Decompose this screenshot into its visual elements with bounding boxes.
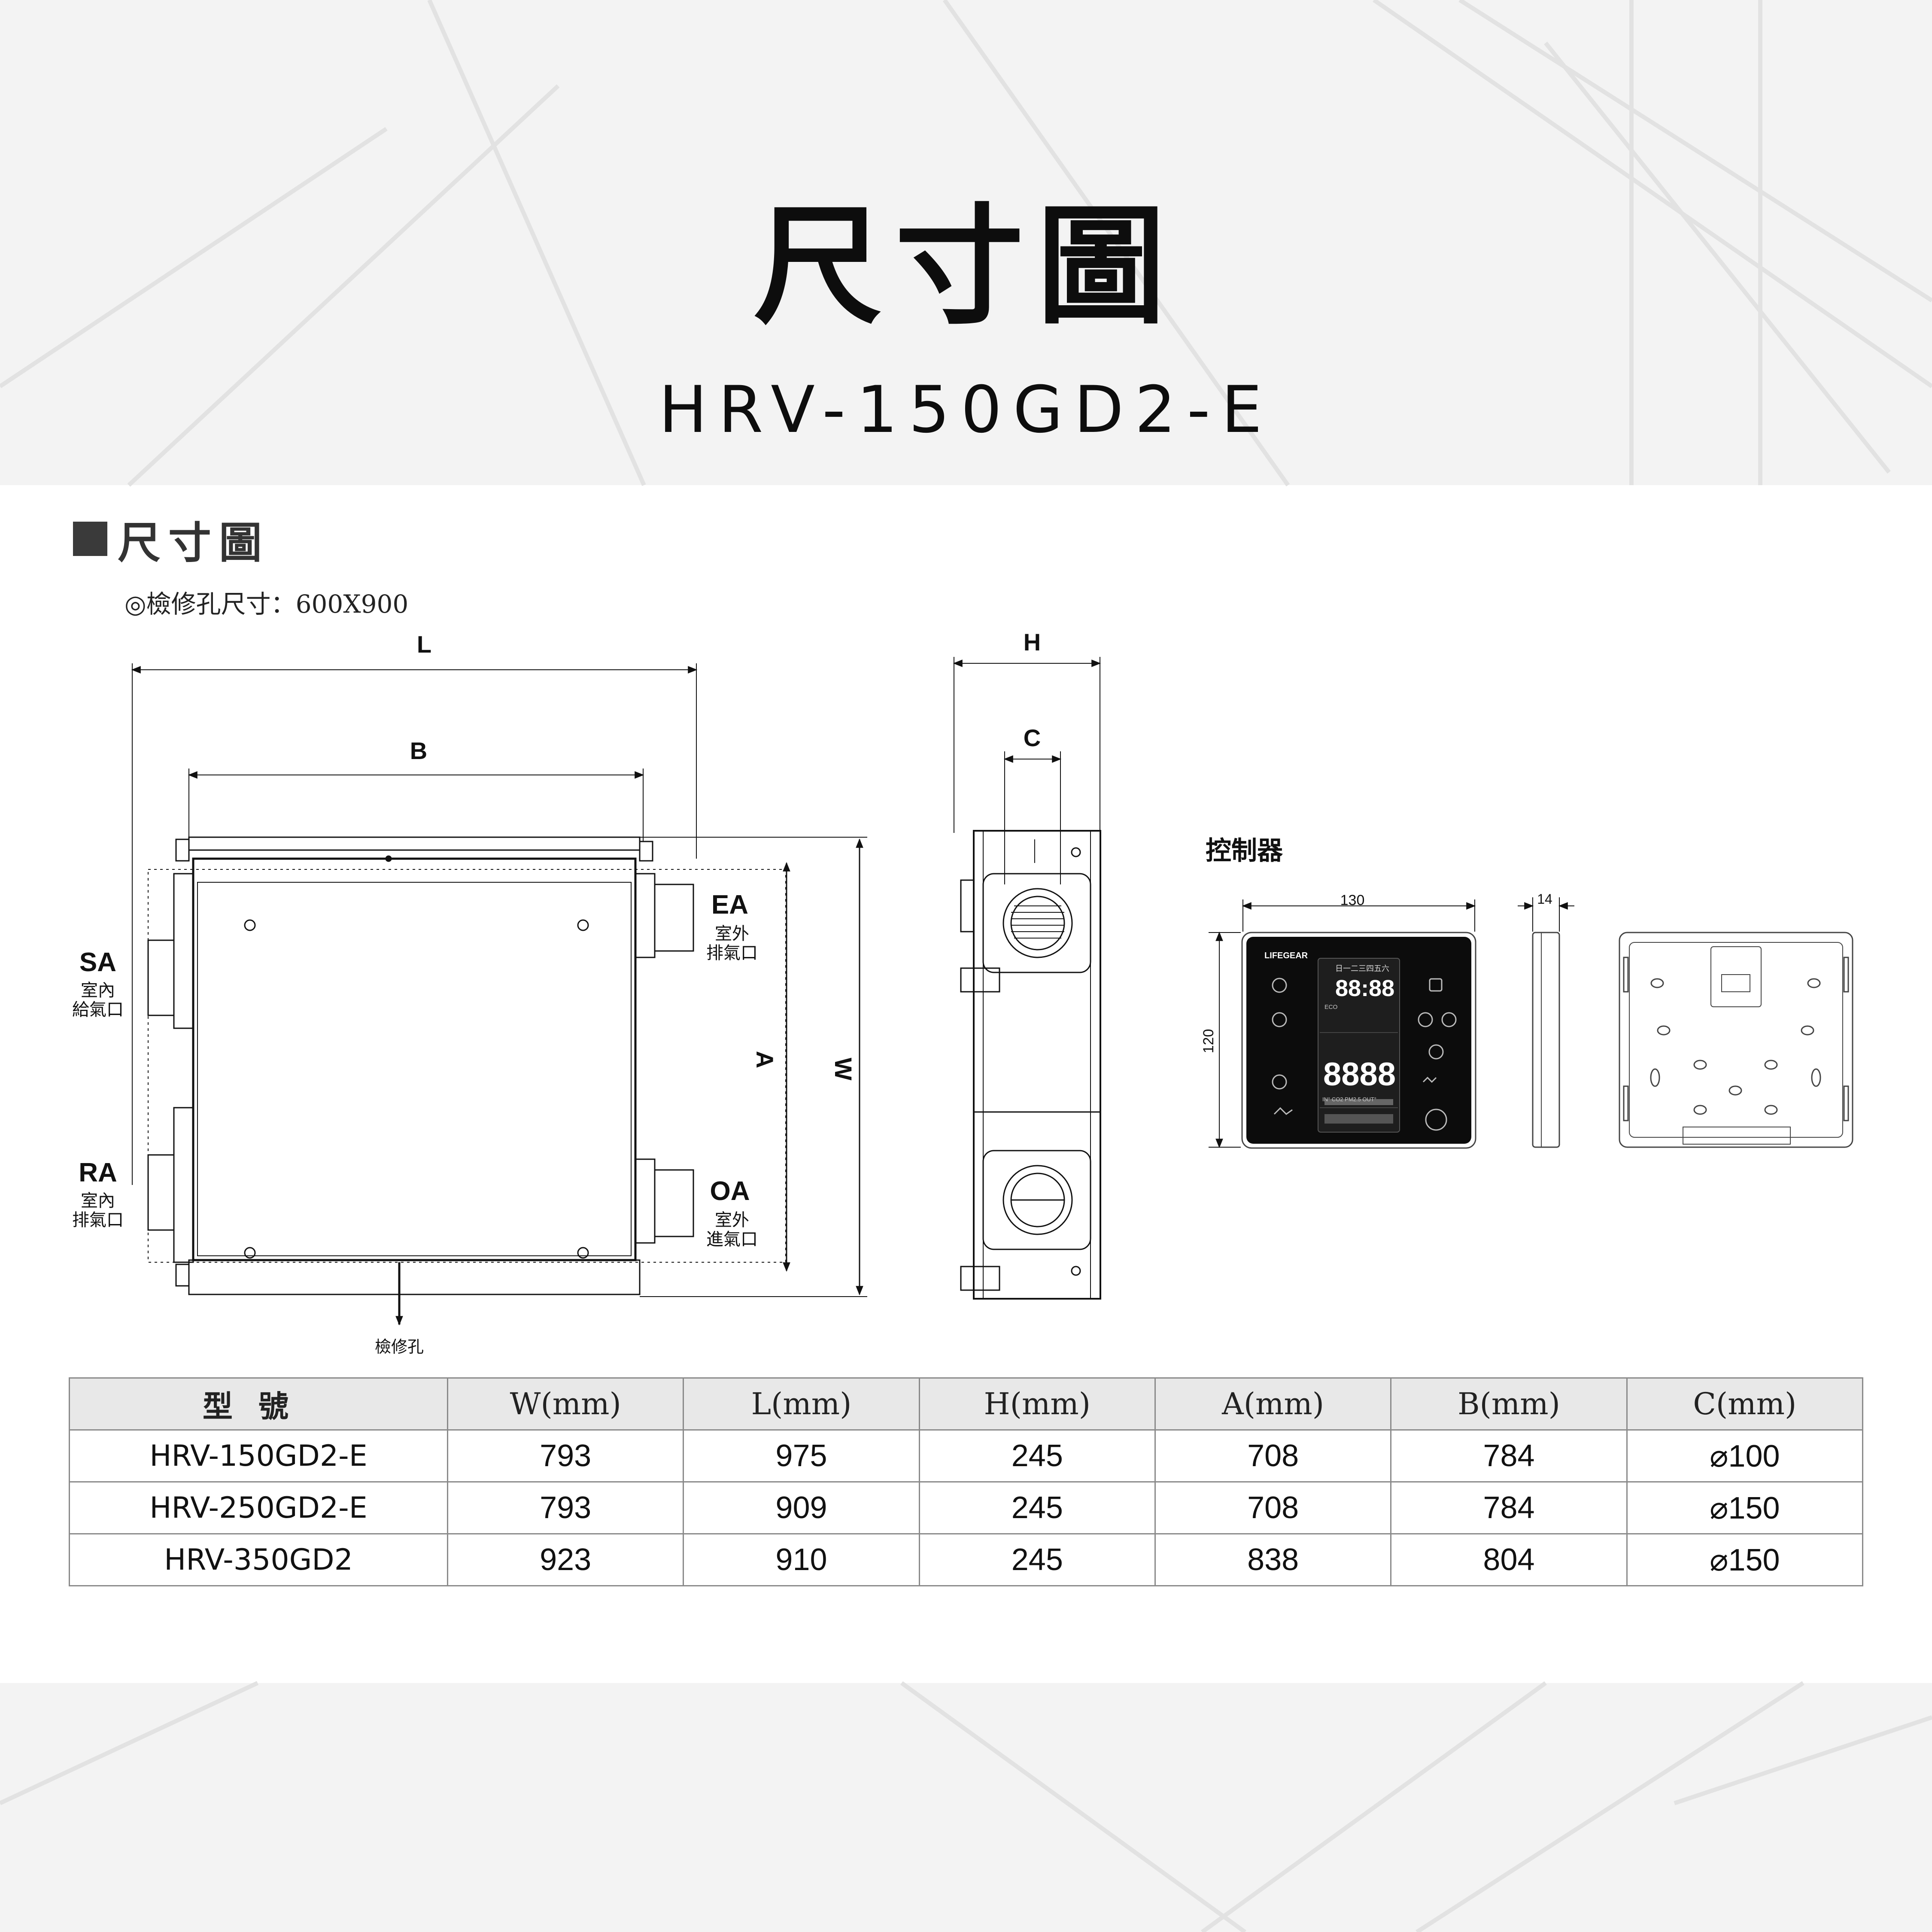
table-cell-b: 784 bbox=[1390, 1481, 1628, 1534]
table-header-b: B(mm) bbox=[1390, 1377, 1628, 1431]
table-cell-b: 804 bbox=[1390, 1533, 1628, 1586]
table-cell-a: 838 bbox=[1154, 1533, 1392, 1586]
dim-label-b: B bbox=[410, 737, 427, 764]
table-header-l: L(mm) bbox=[683, 1377, 920, 1431]
access-hole-note: ◎檢修孔尺寸：600X900 bbox=[125, 589, 409, 619]
section-heading-text: 尺寸圖 bbox=[118, 517, 270, 568]
port-ra-line1: 室內 bbox=[81, 1191, 115, 1210]
controller-depth-label: 14 bbox=[1537, 891, 1552, 907]
port-ea-code: EA bbox=[711, 890, 748, 920]
dim-label-a: A bbox=[751, 1051, 778, 1068]
table-row: HRV-250GD2-E 793 909 245 708 784 ⌀150 bbox=[69, 1481, 1864, 1534]
table-cell-c: ⌀150 bbox=[1626, 1533, 1864, 1586]
table-cell-h: 245 bbox=[918, 1429, 1156, 1482]
table-cell-model: HRV-250GD2-E bbox=[69, 1481, 448, 1534]
table-header-a: A(mm) bbox=[1154, 1377, 1392, 1431]
page-title: 尺寸圖 bbox=[753, 190, 1179, 342]
background-top-band bbox=[0, 0, 1932, 485]
table-cell-a: 708 bbox=[1154, 1429, 1392, 1482]
dim-label-h: H bbox=[1024, 629, 1041, 656]
controller-sensor-labels: IN° CO2 PM2.5 OUT° bbox=[1322, 1096, 1376, 1103]
heading-square-icon bbox=[73, 522, 107, 556]
dim-label-w: W bbox=[830, 1058, 857, 1081]
spec-table: 型號 W(mm) L(mm) H(mm) A(mm) B(mm) C(mm) H… bbox=[69, 1377, 1864, 1586]
front-body bbox=[192, 857, 637, 1261]
port-ea-line2: 排氣口 bbox=[706, 944, 758, 963]
port-ra-line2: 排氣口 bbox=[72, 1211, 124, 1230]
port-ra-code: RA bbox=[79, 1158, 117, 1188]
port-ea-line1: 室外 bbox=[715, 924, 749, 943]
port-oa-line2: 進氣口 bbox=[706, 1230, 758, 1249]
port-oa-code: OA bbox=[710, 1176, 750, 1206]
controller-height-label: 120 bbox=[1200, 1029, 1217, 1054]
controller-main-digits: 8888 bbox=[1323, 1056, 1396, 1093]
dim-label-c: C bbox=[1024, 724, 1041, 751]
port-oa-line1: 室外 bbox=[715, 1211, 749, 1230]
table-cell-w: 923 bbox=[447, 1533, 684, 1586]
port-sa-code: SA bbox=[79, 948, 116, 977]
controller-side bbox=[1532, 932, 1560, 1148]
controller-brand: LIFEGEAR bbox=[1264, 951, 1308, 960]
table-row: HRV-150GD2-E 793 975 245 708 784 ⌀100 bbox=[69, 1429, 1864, 1482]
table-cell-w: 793 bbox=[447, 1429, 684, 1482]
controller-weekdays: 日一二三四五六 bbox=[1335, 964, 1389, 973]
model-subtitle: HRV-150GD2-E bbox=[659, 373, 1273, 447]
table-cell-l: 910 bbox=[683, 1533, 920, 1586]
controller-front bbox=[1241, 932, 1476, 1149]
table-cell-c: ⌀150 bbox=[1626, 1481, 1864, 1534]
table-cell-l: 909 bbox=[683, 1481, 920, 1534]
table-header-c: C(mm) bbox=[1626, 1377, 1864, 1431]
dimension-diagram: L B A W SA 室內 給氣口 RA 室內 排氣口 EA 室外 排氣口 OA… bbox=[72, 629, 1853, 1356]
side-view bbox=[953, 657, 1101, 1300]
dim-label-l: L bbox=[417, 631, 431, 658]
table-cell-a: 708 bbox=[1154, 1481, 1392, 1534]
table-cell-w: 793 bbox=[447, 1481, 684, 1534]
controller-width-label: 130 bbox=[1340, 892, 1365, 908]
table-header-model: 型號 bbox=[69, 1377, 448, 1431]
port-sa-line2: 給氣口 bbox=[72, 1000, 124, 1019]
controller-title: 控制器 bbox=[1206, 836, 1283, 865]
section-heading: 尺寸圖 bbox=[73, 511, 270, 568]
table-cell-model: HRV-350GD2 bbox=[69, 1533, 448, 1586]
table-cell-l: 975 bbox=[683, 1429, 920, 1482]
controller-clock: 88:88 bbox=[1335, 975, 1394, 1001]
table-header-w: W(mm) bbox=[447, 1377, 684, 1431]
access-hole-label: 檢修孔 bbox=[375, 1338, 424, 1356]
controller-eco-label: ECO bbox=[1324, 1003, 1337, 1010]
table-cell-h: 245 bbox=[918, 1481, 1156, 1534]
table-cell-h: 245 bbox=[918, 1533, 1156, 1586]
table-row: HRV-350GD2 923 910 245 838 804 ⌀150 bbox=[69, 1533, 1864, 1586]
side-body bbox=[973, 830, 1101, 1300]
table-cell-c: ⌀100 bbox=[1626, 1429, 1864, 1482]
table-header-h: H(mm) bbox=[918, 1377, 1156, 1431]
table-header-row: 型號 W(mm) L(mm) H(mm) A(mm) B(mm) C(mm) bbox=[69, 1377, 1864, 1431]
table-cell-b: 784 bbox=[1390, 1429, 1628, 1482]
controller-back bbox=[1619, 932, 1853, 1148]
front-view bbox=[131, 663, 867, 1326]
port-sa-line1: 室內 bbox=[81, 981, 115, 1000]
table-cell-model: HRV-150GD2-E bbox=[69, 1429, 448, 1482]
